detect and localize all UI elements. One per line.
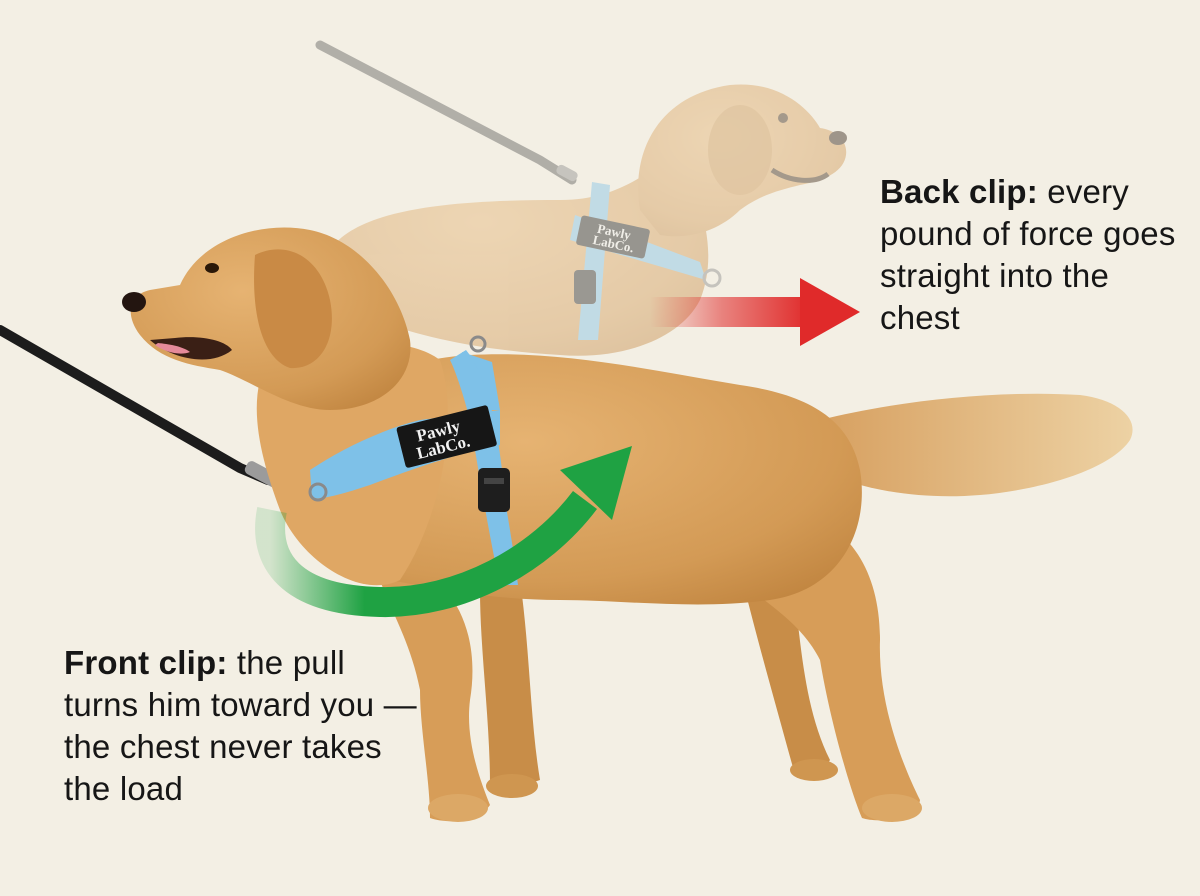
back-clip-text: every pound of force goes straight into … xyxy=(880,173,1176,336)
dog-front-leg-far xyxy=(480,580,540,790)
dog-eye xyxy=(205,263,219,273)
faded-harness-brand-line1: Pawly xyxy=(596,221,633,243)
dog-paw xyxy=(862,794,922,822)
back-clip-dog-faded: Pawly LabCo. xyxy=(315,40,847,356)
dog-tail xyxy=(820,393,1133,497)
dog-paw xyxy=(486,774,538,798)
curved-arrow-icon xyxy=(255,446,632,618)
back-clip-leash xyxy=(315,40,577,185)
back-clip-label: Back clip: xyxy=(880,173,1038,210)
dog-hind-leg-far xyxy=(745,560,830,775)
front-clip-label: Front clip: xyxy=(64,644,228,681)
harness-side-strap xyxy=(450,350,518,585)
front-clip-text: the pull turns him toward you — the ches… xyxy=(64,644,417,807)
dog-front-leg-near xyxy=(380,560,490,822)
dog-paw xyxy=(428,794,488,822)
harness-d-ring-back xyxy=(469,335,487,353)
dog-mouth xyxy=(150,337,232,360)
front-clip-caption: Front clip: the pull turns him toward yo… xyxy=(64,642,424,810)
harness-buckle xyxy=(478,468,510,512)
harness-d-ring-front xyxy=(308,482,328,502)
back-clip-leash-snap xyxy=(556,164,578,182)
faded-harness-chest-strap xyxy=(570,215,706,280)
back-clip-caption: Back clip: every pound of force goes str… xyxy=(880,171,1180,339)
faded-dog-head xyxy=(638,84,847,237)
faded-harness-strap xyxy=(578,182,610,340)
faded-dog-body xyxy=(330,150,709,356)
dog-nose xyxy=(122,292,146,312)
straight-arrow-right-icon xyxy=(650,278,860,346)
dog-ear xyxy=(254,249,332,369)
harness-brand-patch: Pawly LabCo. xyxy=(396,405,497,468)
dog-paw xyxy=(790,759,838,781)
